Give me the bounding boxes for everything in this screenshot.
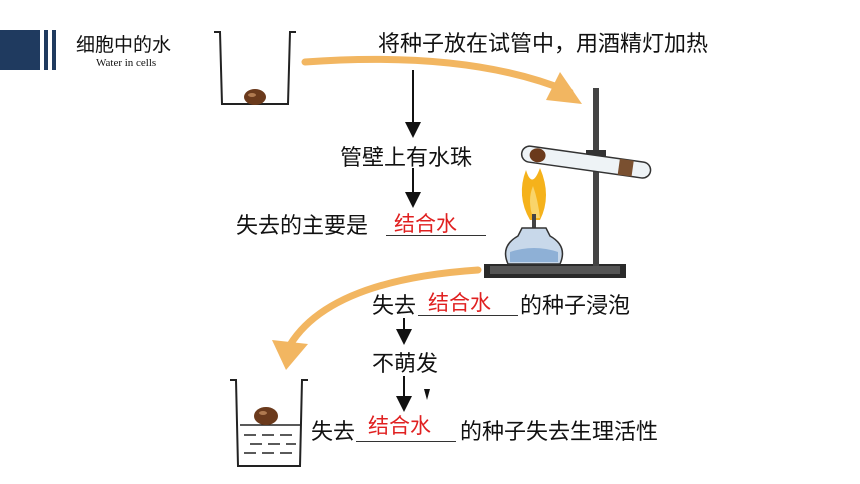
section-subtitle: Water in cells xyxy=(96,57,157,69)
beaker-with-seed-icon xyxy=(205,20,303,108)
curve-arrow-top xyxy=(301,55,582,104)
section-title: 细胞中的水 xyxy=(76,34,172,56)
soak-prefix: 失去 xyxy=(372,294,417,319)
lost-main-prefix: 失去的主要是 xyxy=(236,214,369,239)
answer-blank xyxy=(356,441,456,442)
beaker-with-water-and-seed-icon xyxy=(224,372,310,472)
final-prefix: 失去 xyxy=(311,420,356,445)
answer-blank xyxy=(386,235,486,236)
no-germinate-text: 不萌发 xyxy=(372,352,439,377)
header-accent-block xyxy=(0,30,56,70)
header-accent-stripe xyxy=(40,30,44,70)
answer-blank xyxy=(418,315,518,316)
alcohol-lamp-apparatus-icon xyxy=(484,88,652,278)
answer-text: 结合水 xyxy=(428,291,491,315)
soak-suffix: 的种子浸泡 xyxy=(520,294,631,319)
step-heat-text: 将种子放在试管中，用酒精灯加热 xyxy=(378,32,709,57)
final-suffix: 的种子失去生理活性 xyxy=(460,420,659,445)
step-droplets-text: 管壁上有水珠 xyxy=(340,146,473,171)
answer-text: 结合水 xyxy=(394,212,457,236)
header-accent-stripe xyxy=(48,30,52,70)
curve-arrow-bottom xyxy=(272,266,482,370)
answer-text: 结合水 xyxy=(368,414,431,438)
